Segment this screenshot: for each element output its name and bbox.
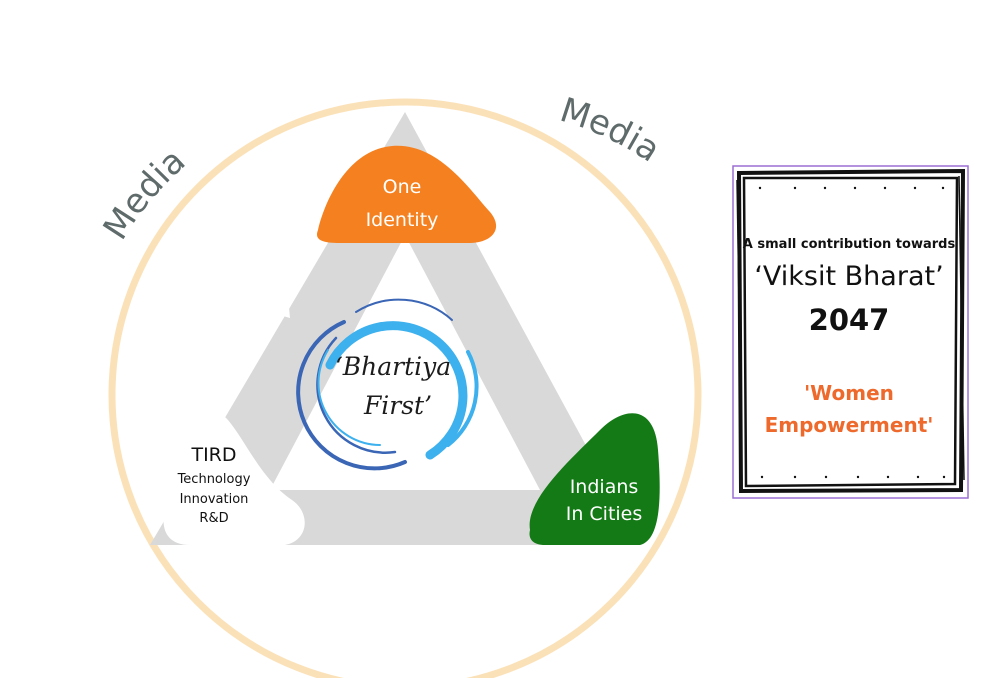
card-focus-line2: Empowerment' <box>765 413 934 437</box>
center-text-line2: First’ <box>363 391 432 420</box>
node-one-identity-line1: One <box>383 176 422 198</box>
media-ring <box>108 98 702 678</box>
card-line-viksit-bharat: ‘Viksit Bharat’ <box>754 261 943 292</box>
node-one-identity: One Identity <box>316 145 497 243</box>
center-swirl <box>296 298 479 471</box>
center-text-line1: ‘Bhartiya <box>335 352 451 381</box>
card-line-contribution: A small contribution towards <box>743 237 956 252</box>
media-label-left: Media <box>96 141 194 247</box>
viksit-bharat-card: A small contribution towards ‘Viksit Bha… <box>732 165 969 499</box>
tird-title: TIRD <box>190 444 236 466</box>
card-year: 2047 <box>809 303 890 337</box>
card-dots <box>758 186 946 479</box>
node-indians-line2: In Cities <box>566 503 643 525</box>
tird-line-technology: Technology <box>177 472 251 487</box>
node-tird: TIRD Technology Innovation R&D <box>163 409 305 545</box>
node-one-identity-line2: Identity <box>366 209 439 231</box>
node-indians-line1: Indians <box>570 476 639 498</box>
card-focus-line1: 'Women <box>804 381 894 405</box>
tird-line-innovation: Innovation <box>180 492 249 507</box>
node-indians-in-cities: Indians In Cities <box>529 413 660 545</box>
tird-line-rnd: R&D <box>199 511 228 526</box>
